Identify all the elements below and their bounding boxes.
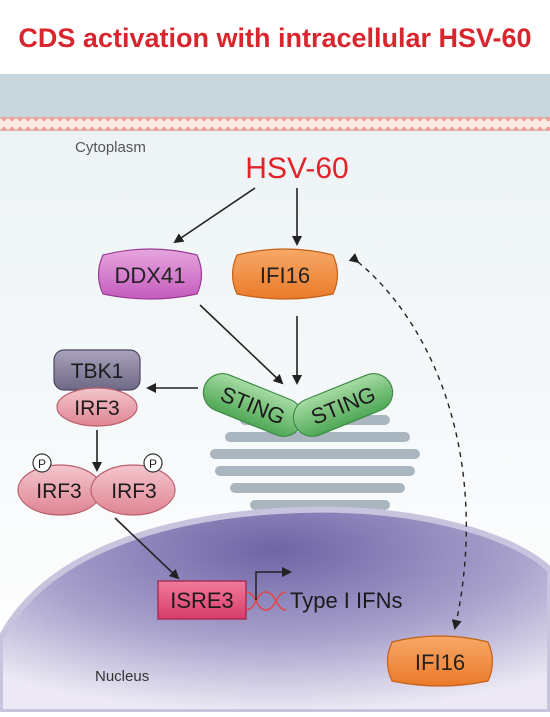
dna-helix-icon <box>245 591 287 611</box>
phosphate-right-label: P <box>149 457 157 471</box>
tbk1-irf3-complex: TBK1 IRF3 <box>53 349 141 427</box>
arrow-ddx41-to-sting <box>199 304 284 385</box>
type-i-ifns-label: Type I IFNs <box>290 588 402 613</box>
irf3-label: IRF3 <box>74 397 120 420</box>
isre3-element: ISRE3 <box>157 580 247 620</box>
isre3-label: ISRE3 <box>170 588 234 613</box>
arrow-hsv-to-ddx41 <box>173 187 256 244</box>
phosphate-left-label: P <box>38 457 46 471</box>
ifi16-nuclear-protein: IFI16 <box>386 635 494 687</box>
irf3-right-protein <box>90 464 176 516</box>
phosphate-left-icon <box>32 453 52 473</box>
ifi16-label: IFI16 <box>260 263 310 288</box>
tbk1-label: TBK1 <box>71 360 124 383</box>
ddx41-label: DDX41 <box>115 263 186 288</box>
ddx41-protein: DDX41 <box>97 248 203 300</box>
extracellular-band <box>0 74 550 124</box>
ifi16-shuttle-arrow <box>348 253 467 630</box>
arrow-irf3-to-isre3 <box>114 517 180 580</box>
hsv-60-label: HSV-60 <box>245 152 348 185</box>
irf3-left-label: IRF3 <box>36 480 82 503</box>
plasma-membrane <box>0 116 550 132</box>
phosphate-right-icon <box>143 453 163 473</box>
ifi16-cytoplasmic-protein: IFI16 <box>231 248 339 300</box>
irf3-dimer: IRF3 IRF3 P P <box>17 453 176 516</box>
diagram-title: CDS activation with intracellular HSV-60 <box>18 23 531 53</box>
nucleus-label: Nucleus <box>95 668 149 685</box>
transcription-start-arrow <box>255 567 292 600</box>
irf3-right-label: IRF3 <box>111 480 157 503</box>
ifi16-nuclear-label: IFI16 <box>415 650 465 675</box>
cytoplasm-label: Cytoplasm <box>75 139 146 156</box>
irf3-protein <box>56 387 138 427</box>
